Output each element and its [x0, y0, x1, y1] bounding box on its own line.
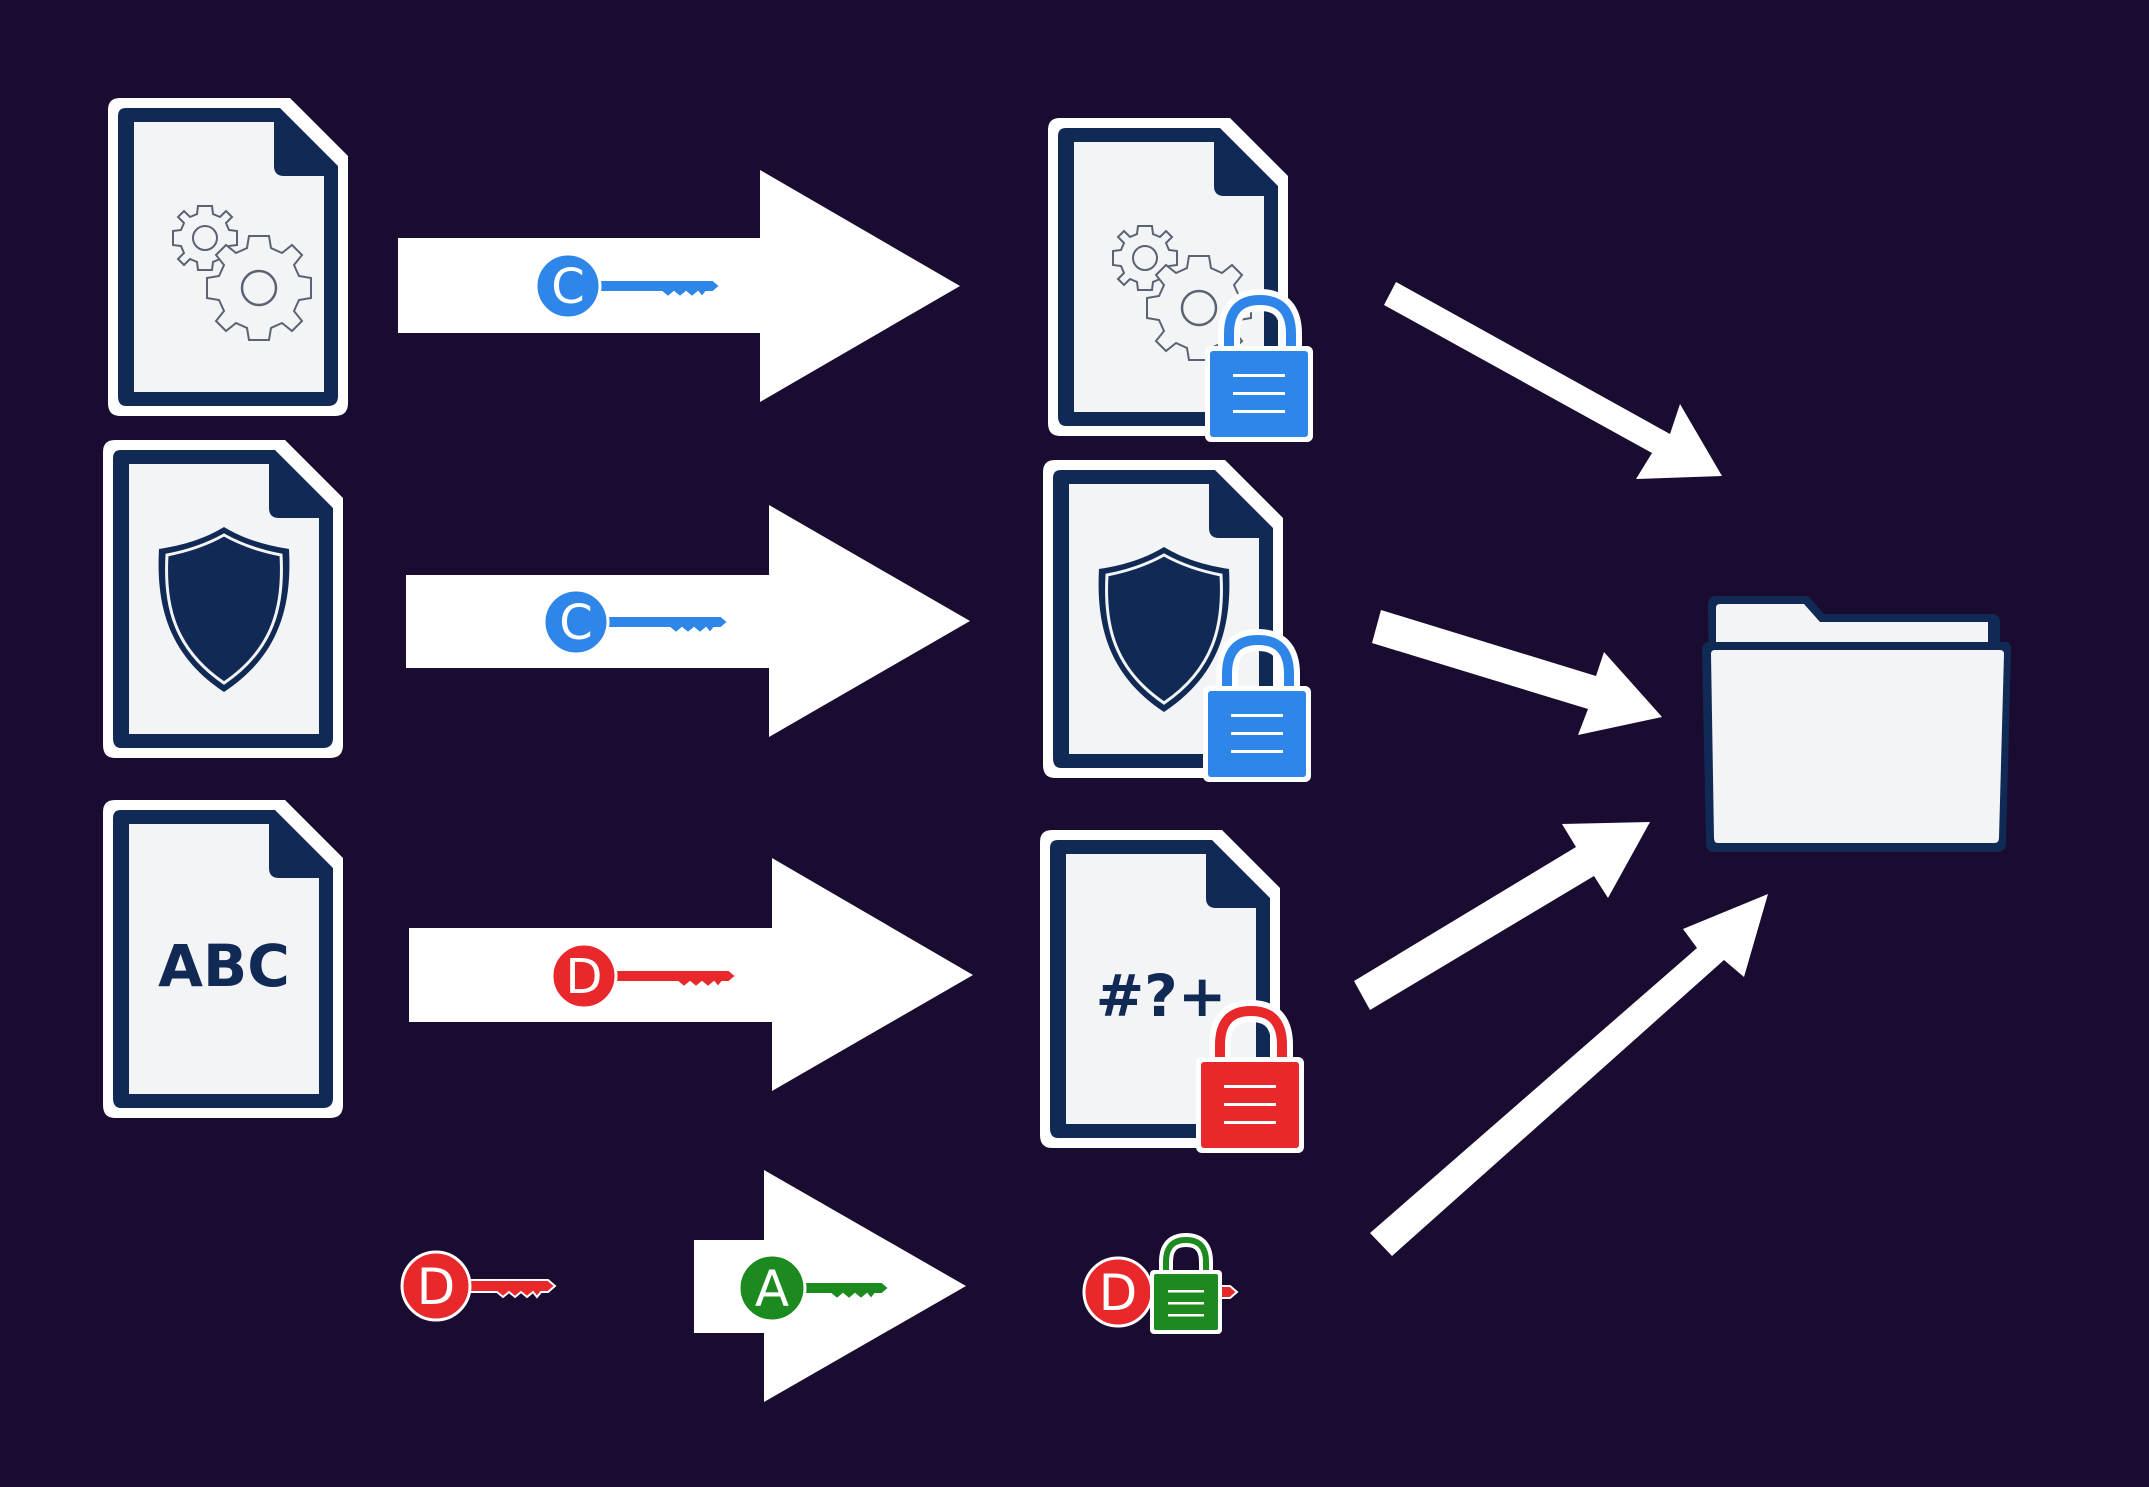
- key-letter: D: [417, 1258, 456, 1316]
- key-letter: C: [559, 595, 593, 651]
- arrow-to-folder-2: [1372, 610, 1662, 735]
- scrambled-text: #?+: [1096, 962, 1227, 1030]
- lock-green: [1150, 1232, 1222, 1334]
- key-letter: A: [755, 1260, 789, 1318]
- key-c-blue-row-2: C: [542, 588, 730, 656]
- arrow-to-folder-3: [1354, 822, 1650, 1010]
- folder-icon: [1702, 596, 2012, 852]
- lock-blue-2: [1203, 628, 1311, 782]
- key-letter: D: [566, 949, 603, 1005]
- key-letter: C: [551, 259, 585, 315]
- document-text: ABC: [158, 932, 290, 1000]
- encrypted-text-document: #?+: [1040, 830, 1280, 1148]
- key-a-green: A: [737, 1253, 891, 1323]
- key-d-red-row-3: D: [550, 942, 738, 1010]
- text-document: ABC: [103, 800, 343, 1118]
- lock-red: [1196, 999, 1304, 1153]
- key-c-blue-row-1: C: [534, 252, 722, 320]
- arrow-to-folder-1: [1384, 282, 1722, 479]
- arrow-to-folder-4: [1370, 894, 1768, 1256]
- lock-blue-1: [1205, 288, 1313, 442]
- key-letter: D: [1099, 1264, 1138, 1322]
- key-d-red-input: D: [400, 1250, 557, 1322]
- security-document: [103, 440, 343, 758]
- config-document: [108, 98, 348, 416]
